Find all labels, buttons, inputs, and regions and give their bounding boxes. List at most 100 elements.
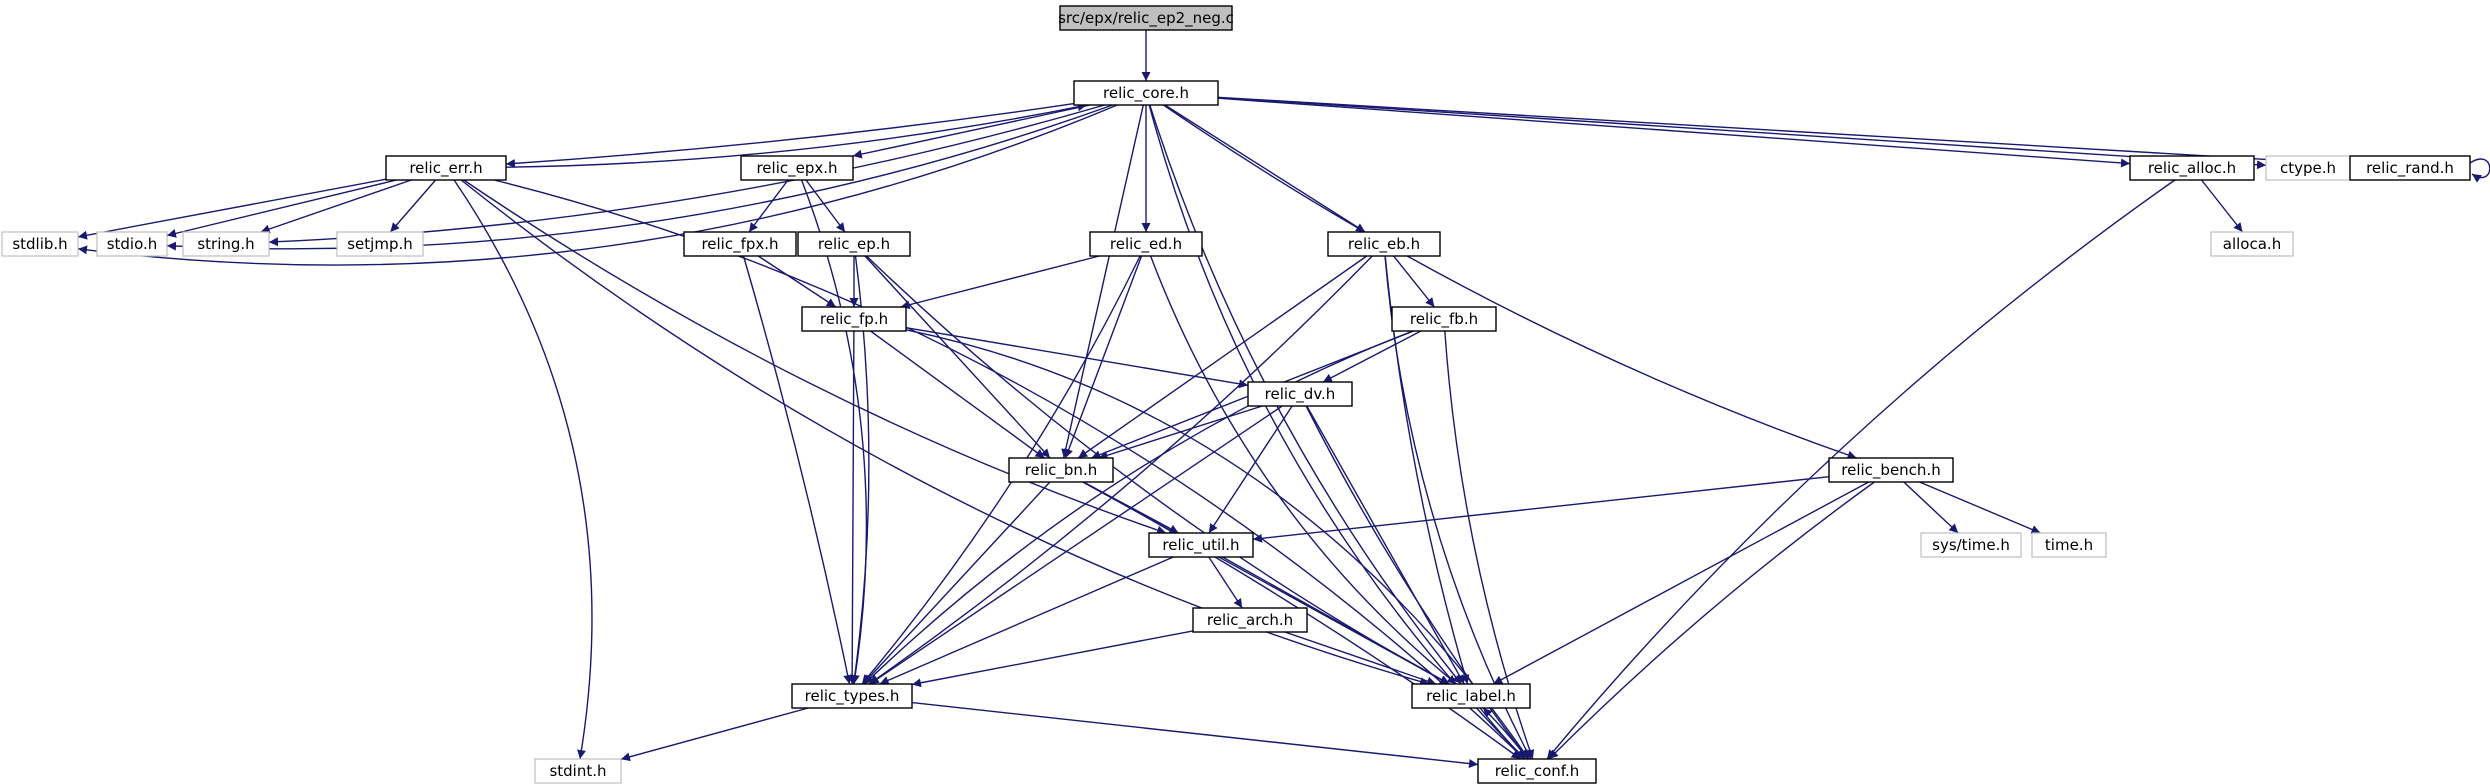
edge-eb-to-types [868,255,1373,685]
node-bn[interactable]: relic_bn.h [1008,457,1114,483]
edge-fp-to-dv [905,327,1249,389]
edge-fp-to-conf [905,329,1530,760]
node-stdlib[interactable]: stdlib.h [1,231,79,257]
node-dv[interactable]: relic_dv.h [1247,381,1353,407]
edge-util-to-label [1222,556,1450,685]
node-core[interactable]: relic_core.h [1073,80,1219,106]
node-box-fb [1391,306,1497,332]
node-rand[interactable]: relic_rand.h [2349,155,2471,181]
node-label-time: time.h [2045,536,2093,554]
edge-core-to-ctype [1217,96,2267,170]
edge-layer [77,29,2490,768]
node-conf[interactable]: relic_conf.h [1477,758,1597,784]
node-types[interactable]: relic_types.h [791,683,913,709]
node-root[interactable]: src/epx/relic_ep2_neg.c [1058,5,1234,31]
edge-err-to-core [505,102,1087,168]
node-time[interactable]: time.h [2031,532,2107,558]
node-systime[interactable]: sys/time.h [1920,532,2022,558]
edge-bench-to-time [1919,481,2041,534]
node-layer: src/epx/relic_ep2_neg.c relic_core.hrelic… [1,5,2471,784]
edge-fpx-to-types [742,255,853,685]
edge-err-to-stdlib [77,178,387,240]
node-label-arch: relic_arch.h [1207,611,1293,630]
node-label-string: string.h [197,235,254,253]
node-box-fpx [683,231,797,257]
edge-conf-to-label [1482,707,1529,760]
node-box-fp [801,306,907,332]
node-ctype[interactable]: ctype.h [2265,155,2351,181]
edge-ep-to-label [866,255,1450,685]
node-box-bn [1008,457,1114,483]
node-label-types: relic_types.h [805,687,900,706]
node-label-setjmp: setjmp.h [347,235,413,253]
node-label[interactable]: relic_label.h [1411,683,1531,709]
node-arch[interactable]: relic_arch.h [1192,607,1308,633]
edge-epx-to-ep [805,179,846,233]
node-label-systime: sys/time.h [1932,536,2010,554]
node-label-bench: relic_bench.h [1841,461,1940,480]
edge-core-to-epx [852,104,1091,159]
node-box-conf [1477,758,1597,784]
node-box-time [2031,532,2107,558]
node-setjmp[interactable]: setjmp.h [336,231,424,257]
node-label-root: src/epx/relic_ep2_neg.c [1058,9,1234,28]
edge-alloc-to-alloca [2200,179,2244,233]
node-fb[interactable]: relic_fb.h [1391,306,1497,332]
edge-dv-to-util [1208,405,1293,534]
node-box-root [1059,5,1233,31]
node-label-err: relic_err.h [409,159,482,178]
edge-fp-to-types [847,330,857,685]
node-label-alloca: alloca.h [2223,235,2281,253]
edge-types-to-conf [911,701,1479,768]
node-box-dv [1247,381,1353,407]
edge-ep-to-bn [864,255,1051,459]
node-alloc[interactable]: relic_alloc.h [2129,155,2255,181]
node-bench[interactable]: relic_bench.h [1828,457,1954,483]
edge-bench-to-label [1492,481,1870,685]
edge-err-to-string [260,179,412,234]
node-label-alloc: relic_alloc.h [2148,159,2236,178]
node-label-stdio: stdio.h [107,235,158,253]
node-label-bn: relic_bn.h [1025,461,1097,480]
edge-err-to-conf [493,179,1525,760]
edge-core-to-err [505,102,1075,168]
node-util[interactable]: relic_util.h [1148,532,1254,558]
edge-ed-to-label [1149,255,1457,685]
node-fp[interactable]: relic_fp.h [801,306,907,332]
edge-arch-to-label [1284,631,1437,686]
node-box-arch [1192,607,1308,633]
node-ep[interactable]: relic_ep.h [797,231,911,257]
edge-core-to-label [1149,104,1462,685]
node-label-conf: relic_conf.h [1495,762,1580,781]
node-stdint[interactable]: stdint.h [534,758,622,784]
node-box-label [1411,683,1531,709]
node-eb[interactable]: relic_eb.h [1327,231,1441,257]
node-label-core: relic_core.h [1103,84,1189,103]
edge-eb-to-fb [1393,255,1435,308]
edge-bench-to-conf [1548,481,1875,760]
node-label-fpx: relic_fpx.h [701,235,778,254]
node-string[interactable]: string.h [182,231,270,257]
node-box-ctype [2265,155,2351,181]
edge-err-to-stdio [166,179,397,238]
edge-dv-to-bn [1098,405,1263,460]
node-box-stdio [96,231,168,257]
edge-types-to-stdint [620,707,809,762]
node-label-fp: relic_fp.h [820,310,888,329]
node-box-alloc [2129,155,2255,181]
edge-dv-to-label [1306,405,1465,685]
node-label-eb: relic_eb.h [1348,235,1420,254]
node-alloca[interactable]: alloca.h [2210,231,2294,257]
node-ed[interactable]: relic_ed.h [1089,231,1203,257]
node-err[interactable]: relic_err.h [385,155,507,181]
edge-epx-to-fpx [748,179,789,233]
node-box-alloca [2210,231,2294,257]
node-epx[interactable]: relic_epx.h [740,155,854,181]
node-label-epx: relic_epx.h [756,159,837,178]
node-stdio[interactable]: stdio.h [96,231,168,257]
edge-fb-to-dv [1322,330,1422,383]
node-fpx[interactable]: relic_fpx.h [683,231,797,257]
edge-bench-to-systime [1903,481,1959,534]
edge-ed-to-fp [900,255,1100,310]
node-box-setjmp [336,231,424,257]
